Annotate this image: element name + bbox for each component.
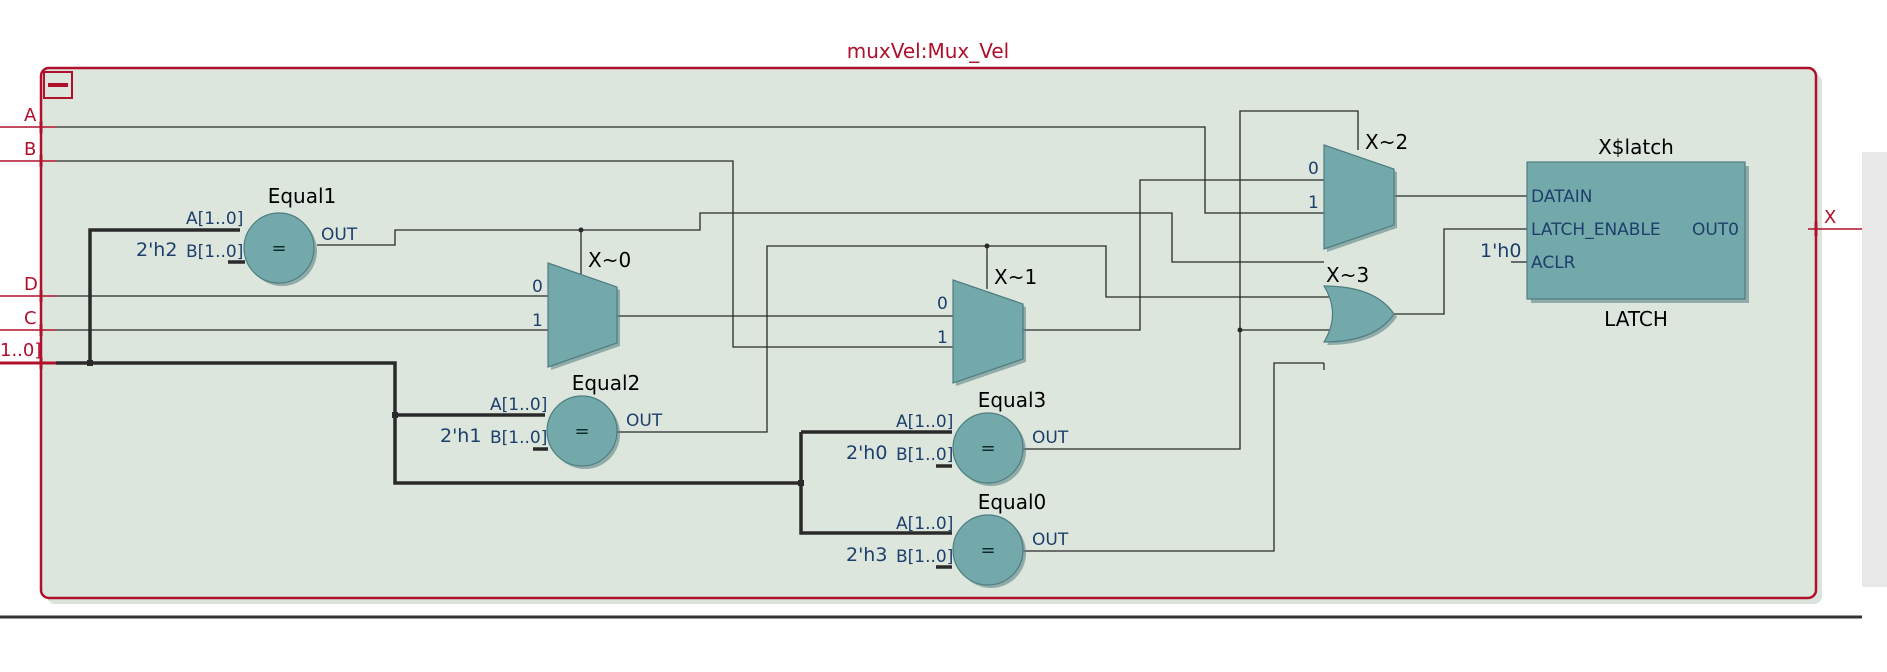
comparator-equal0[interactable]: = Equal0 A[1..0] B[1..0] 2'h3 OUT: [846, 490, 1069, 588]
port-d[interactable]: D: [0, 274, 56, 302]
svg-text:X~0: X~0: [588, 248, 631, 272]
svg-text:1: 1: [532, 311, 543, 331]
svg-text:2'h2: 2'h2: [136, 239, 177, 261]
svg-text:X~2: X~2: [1365, 130, 1408, 154]
port-x[interactable]: X: [1808, 207, 1862, 236]
svg-text:OUT: OUT: [626, 411, 663, 431]
svg-text:X$latch: X$latch: [1598, 135, 1674, 159]
port-b[interactable]: B: [0, 139, 56, 167]
port-sel[interactable]: 1..0]: [0, 340, 56, 369]
svg-text:Equal0: Equal0: [978, 490, 1047, 514]
svg-text:1: 1: [1308, 193, 1319, 213]
svg-text:0: 0: [937, 294, 948, 314]
bus-network: [56, 228, 952, 569]
comparator-equal2[interactable]: = Equal2 A[1..0] B[1..0] 2'h1 OUT: [440, 371, 663, 469]
svg-text:=: =: [980, 438, 995, 459]
collapse-icon[interactable]: [43, 71, 73, 99]
svg-text:0: 0: [1308, 159, 1319, 179]
svg-text:ACLR: ACLR: [1531, 253, 1576, 273]
latch-block[interactable]: X$latch LATCH DATAIN LATCH_ENABLE ACLR O…: [1480, 135, 1749, 331]
svg-text:=: =: [980, 540, 995, 561]
svg-text:B[1..0]: B[1..0]: [896, 445, 953, 465]
svg-text:LATCH_ENABLE: LATCH_ENABLE: [1531, 220, 1661, 240]
svg-text:Equal1: Equal1: [268, 184, 337, 208]
svg-text:LATCH: LATCH: [1604, 307, 1668, 331]
svg-text:2'h0: 2'h0: [846, 442, 887, 464]
svg-text:Equal3: Equal3: [978, 388, 1047, 412]
mux-x0[interactable]: X~0 0 1: [532, 248, 631, 370]
svg-text:X~1: X~1: [994, 265, 1037, 289]
svg-text:B[1..0]: B[1..0]: [896, 547, 953, 567]
svg-text:OUT: OUT: [1032, 530, 1069, 550]
svg-text:A[1..0]: A[1..0]: [186, 209, 243, 229]
svg-text:X~3: X~3: [1326, 263, 1369, 287]
svg-text:B: B: [24, 139, 36, 160]
svg-text:DATAIN: DATAIN: [1531, 187, 1593, 207]
module-title: muxVel:Mux_Vel: [847, 39, 1009, 63]
svg-text:1'h0: 1'h0: [1480, 240, 1521, 262]
svg-text:A[1..0]: A[1..0]: [896, 412, 953, 432]
mux-x1[interactable]: X~1 0 1: [937, 265, 1037, 386]
svg-text:B[1..0]: B[1..0]: [186, 242, 243, 262]
svg-text:1..0]: 1..0]: [0, 340, 41, 361]
svg-text:A[1..0]: A[1..0]: [896, 514, 953, 534]
svg-text:Equal2: Equal2: [572, 371, 641, 395]
svg-text:=: =: [271, 238, 286, 259]
svg-text:X: X: [1824, 207, 1836, 228]
port-c[interactable]: C: [0, 308, 56, 336]
svg-text:A[1..0]: A[1..0]: [490, 395, 547, 415]
svg-text:C: C: [24, 308, 37, 329]
svg-text:A: A: [24, 105, 37, 126]
or-gate-x3[interactable]: X~3: [1322, 263, 1397, 345]
vertical-scrollbar[interactable]: [1862, 152, 1887, 587]
svg-text:B[1..0]: B[1..0]: [490, 428, 547, 448]
comparator-equal1[interactable]: = Equal1 A[1..0] B[1..0] 2'h2 OUT: [136, 184, 358, 286]
svg-text:=: =: [574, 421, 589, 442]
svg-text:D: D: [24, 274, 38, 295]
svg-text:OUT0: OUT0: [1692, 220, 1739, 240]
svg-text:1: 1: [937, 328, 948, 348]
port-a[interactable]: A: [0, 105, 56, 133]
comparator-equal3[interactable]: = Equal3 A[1..0] B[1..0] 2'h0 OUT: [846, 388, 1069, 486]
svg-text:2'h3: 2'h3: [846, 544, 887, 566]
svg-text:2'h1: 2'h1: [440, 425, 481, 447]
svg-text:0: 0: [532, 277, 543, 297]
svg-text:OUT: OUT: [321, 225, 358, 245]
svg-text:OUT: OUT: [1032, 428, 1069, 448]
mux-x2[interactable]: X~2 0 1: [1308, 130, 1408, 252]
